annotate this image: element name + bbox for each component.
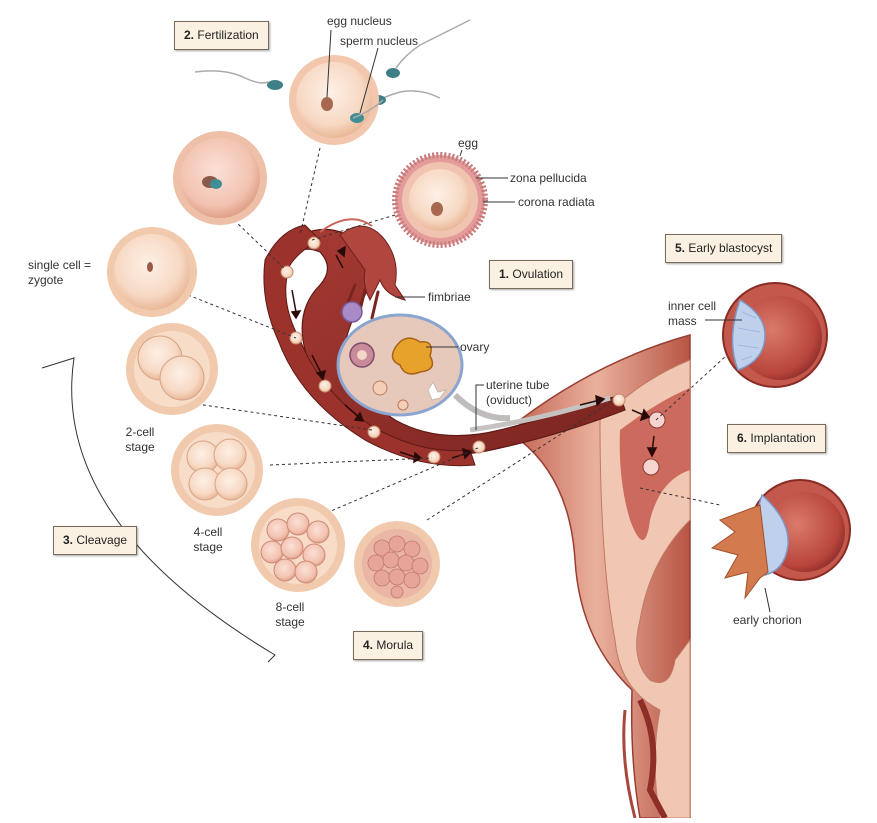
single-cell-label: single cell = zygote: [28, 258, 91, 288]
fertilized-cell: [173, 131, 267, 225]
zona-pellucida-label: zona pellucida: [510, 171, 587, 185]
fertilization-egg: [289, 29, 384, 145]
sperm-nucleus-label: sperm nucleus: [340, 34, 419, 48]
ovary-label: ovary: [460, 340, 490, 354]
two-cell-line2: stage: [125, 440, 155, 454]
ovulated-egg: [392, 149, 515, 248]
egg-label: egg: [458, 136, 479, 150]
dashed-leaders: [187, 147, 728, 521]
four-cell-line1: 4-cell: [193, 525, 223, 539]
step-morula-text: Morula: [376, 638, 414, 652]
two-cell-label: 2-cell stage: [120, 425, 160, 455]
step-morula-num: 4.: [363, 638, 374, 652]
label-leaders: [395, 296, 484, 430]
step-fertilization-text: Fertilization: [197, 28, 259, 42]
uterine-tube-line1: uterine tube: [486, 378, 550, 392]
step-early-blastocyst: 5. Early blastocyst: [665, 234, 783, 263]
inner-cell-mass-label: inner cell mass: [668, 299, 716, 329]
step-ovulation-num: 1.: [499, 267, 510, 281]
uterine-tube-line2: (oviduct): [486, 393, 533, 407]
two-cell-line1: 2-cell: [125, 425, 155, 439]
inner-cell-mass-line1: inner cell: [668, 299, 717, 313]
eight-cell-line2: stage: [275, 615, 305, 629]
egg-nucleus-label: egg nucleus: [327, 14, 392, 28]
single-cell-line1: single cell =: [28, 258, 92, 272]
step-early-blastocyst-num: 5.: [675, 241, 686, 255]
step-implantation-num: 6.: [737, 431, 748, 445]
eight-cell-label: 8-cell stage: [270, 600, 310, 630]
implantation-embryo: [710, 479, 851, 613]
zygote: [107, 227, 197, 317]
four-cell-label: 4-cell stage: [188, 525, 228, 555]
ovary: [336, 301, 511, 422]
step-implantation-text: Implantation: [750, 431, 816, 445]
four-cell-embryo: [171, 424, 263, 516]
step-fertilization-num: 2.: [184, 28, 195, 42]
single-cell-line2: zygote: [28, 273, 64, 287]
two-cell-embryo: [126, 323, 218, 415]
step-ovulation-text: Ovulation: [512, 267, 564, 281]
step-morula: 4. Morula: [353, 631, 424, 660]
uterine-tube: [263, 218, 626, 467]
cleavage-bracket: [41, 357, 276, 663]
four-cell-line2: stage: [193, 540, 223, 554]
corona-radiata-label: corona radiata: [518, 195, 595, 209]
step-fertilization: 2. Fertilization: [174, 21, 269, 50]
migration-arrows: [290, 245, 658, 464]
inner-cell-mass-line2: mass: [668, 314, 697, 328]
step-cleavage-num: 3.: [63, 533, 74, 547]
fimbriae-label: fimbriae: [428, 290, 471, 304]
eight-cell-line1: 8-cell: [275, 600, 305, 614]
early-chorion-label: early chorion: [733, 613, 802, 627]
step-cleavage: 3. Cleavage: [53, 526, 138, 555]
eight-cell-embryo: [251, 498, 345, 592]
step-ovulation: 1. Ovulation: [489, 260, 574, 289]
uterus: [519, 334, 691, 820]
morula: [354, 521, 440, 607]
early-blastocyst: [705, 282, 828, 388]
tube-cells: [280, 236, 666, 476]
uterine-tube-label: uterine tube (oviduct): [486, 378, 549, 408]
step-early-blastocyst-text: Early blastocyst: [688, 241, 773, 255]
step-implantation: 6. Implantation: [727, 424, 826, 453]
step-cleavage-text: Cleavage: [76, 533, 128, 547]
